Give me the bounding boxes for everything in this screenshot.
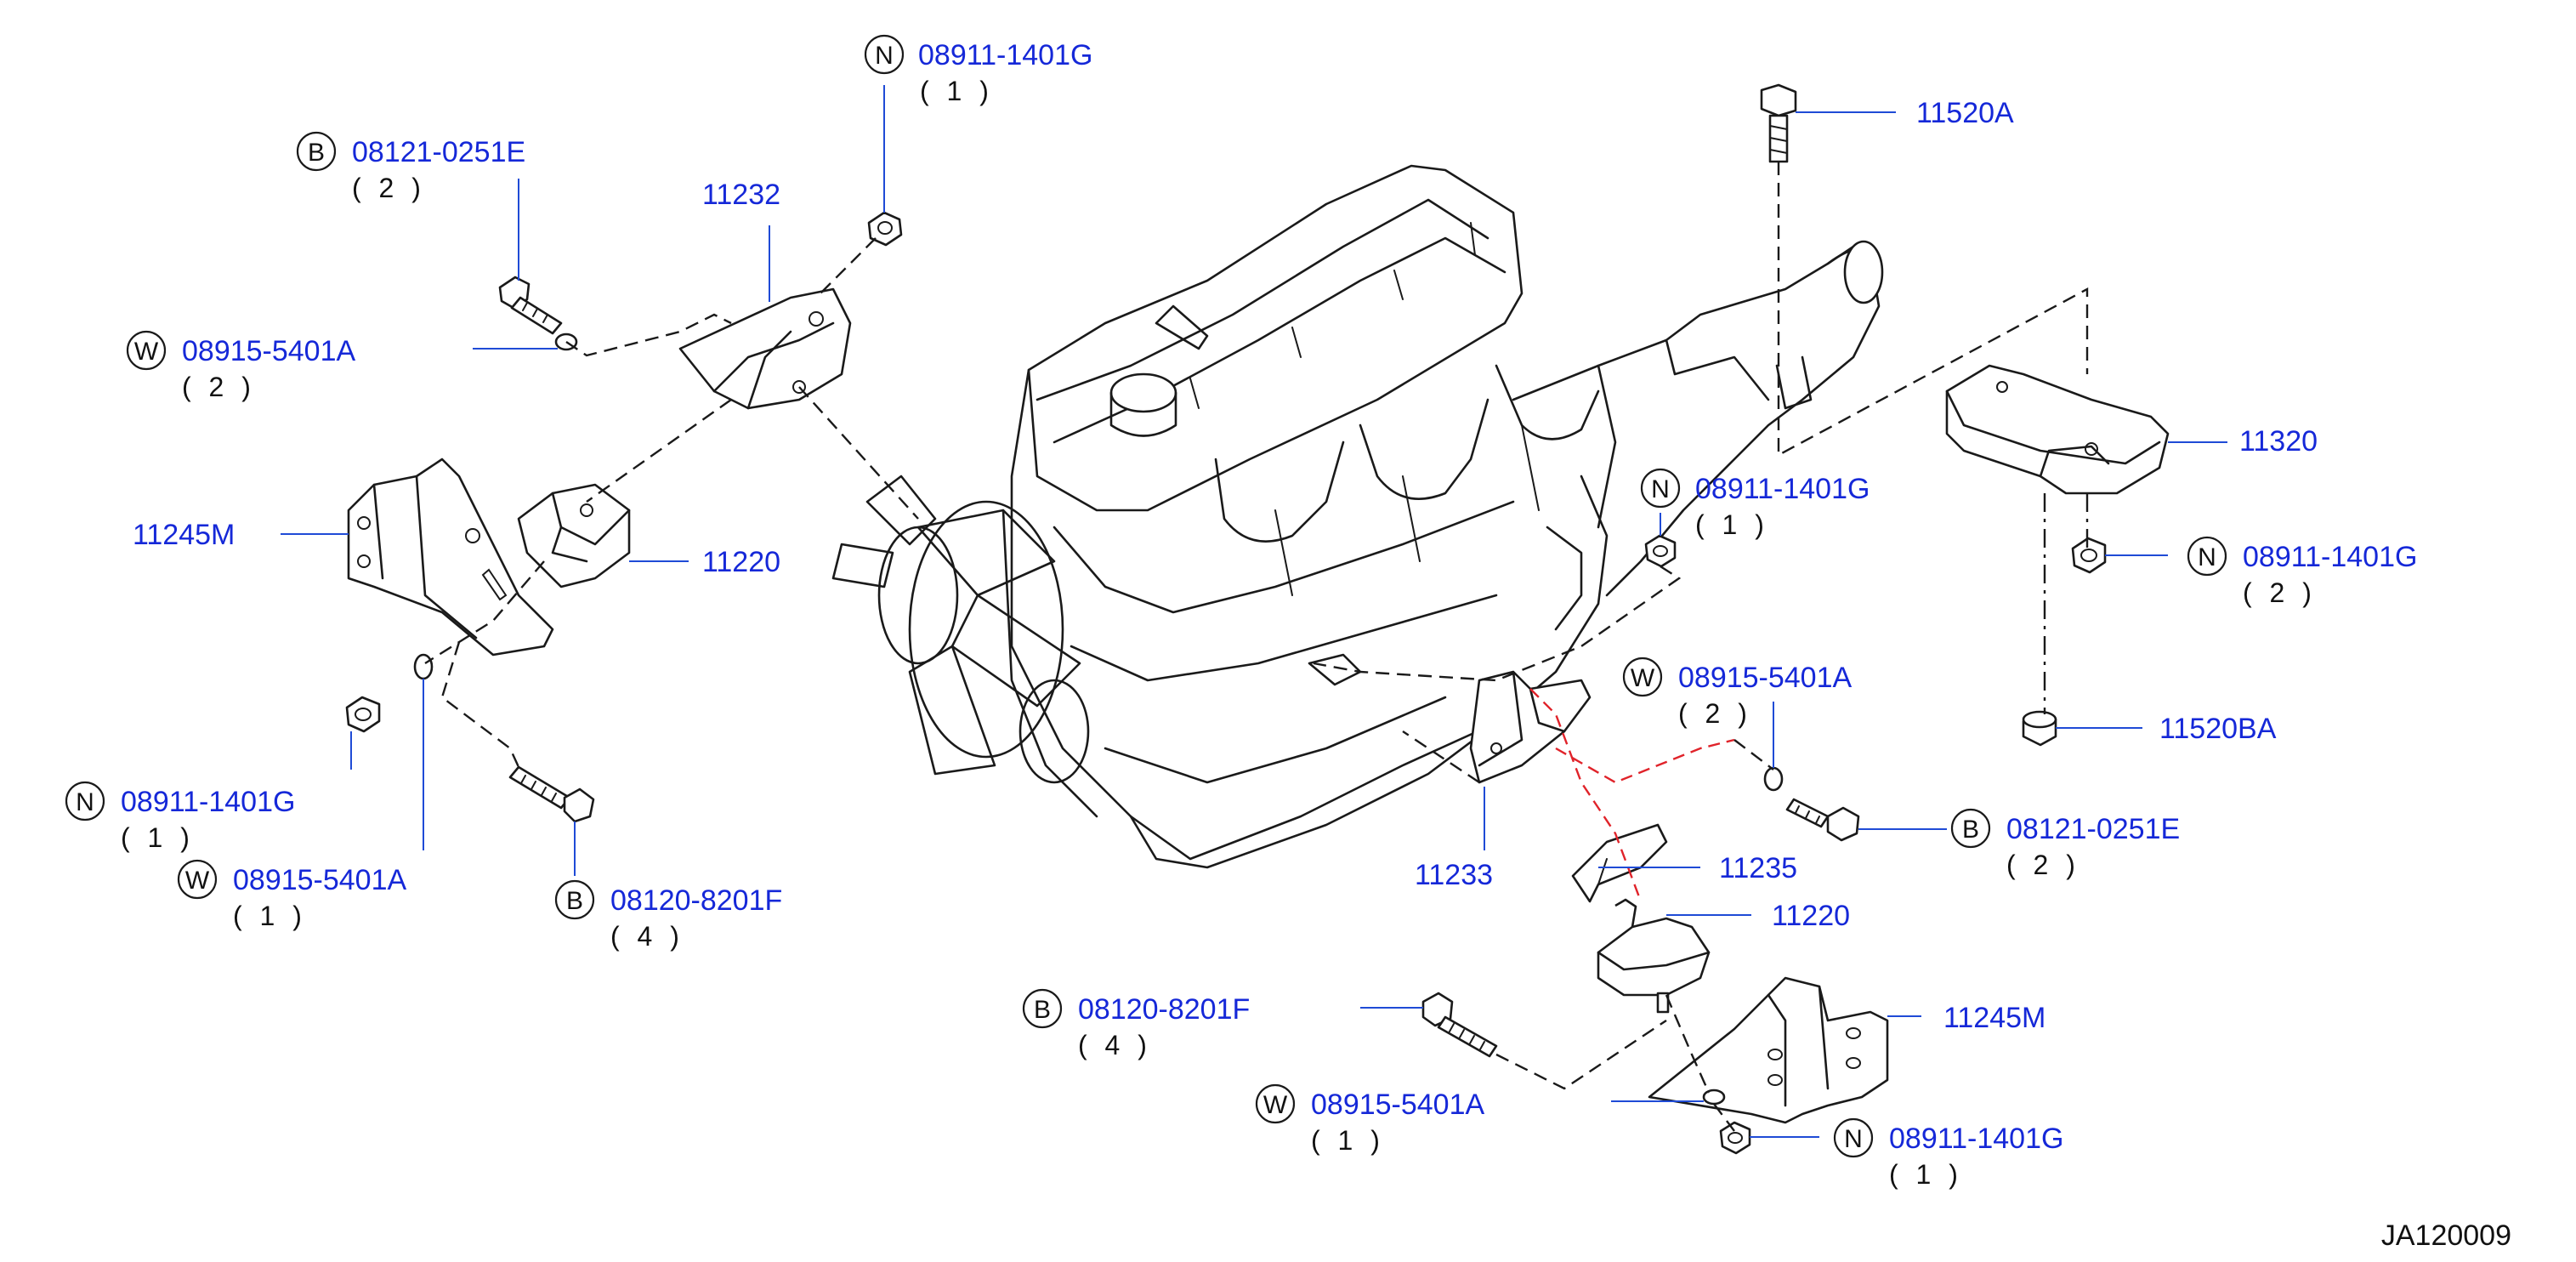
part-number-label: 11220 xyxy=(1772,900,1850,932)
quantity-label: ( 2 ) xyxy=(352,173,426,203)
callout-11245m-right: 11245M xyxy=(1943,1002,2045,1034)
part-number-label: 08120-8201F xyxy=(1078,993,1250,1026)
part-number-label: 11233 xyxy=(1415,859,1493,891)
quantity-label: ( 4 ) xyxy=(610,921,684,952)
callout-08911-1401g-right: N 08911-1401G ( 2 ) xyxy=(2187,536,2417,608)
callout-11245m-left: 11245M xyxy=(133,519,235,551)
callout-08121-0251e-right: B 08121-0251E ( 2 ) xyxy=(1950,808,2180,880)
bolt-symbol-icon xyxy=(554,879,595,920)
part-number-label: 11520BA xyxy=(2159,713,2277,745)
part-number-label: 08911-1401G xyxy=(2243,541,2417,573)
callout-11220-right: 11220 xyxy=(1772,900,1850,932)
part-number-label: 11245M xyxy=(1943,1002,2045,1034)
quantity-label: ( 2 ) xyxy=(2243,577,2317,608)
front-left-mount-parts xyxy=(345,211,903,823)
washer-symbol-icon xyxy=(126,330,167,371)
svg-text:N: N xyxy=(76,788,94,816)
bolt-symbol-icon xyxy=(1022,988,1063,1029)
part-number-label: 11235 xyxy=(1719,852,1797,884)
svg-text:N: N xyxy=(2198,543,2216,571)
part-number-label: 11245M xyxy=(133,519,235,551)
rear-mount-parts xyxy=(1421,83,2170,1155)
svg-text:B: B xyxy=(1962,816,1979,844)
part-number-label: 08915-5401A xyxy=(233,864,407,896)
part-number-label: 08915-5401A xyxy=(1311,1089,1485,1121)
leader-lines xyxy=(281,85,2227,1138)
callout-11520a: 11520A xyxy=(1916,97,2014,129)
part-number-label: 11520A xyxy=(1916,97,2014,129)
quantity-label: ( 1 ) xyxy=(233,901,307,931)
callout-08911-1401g-left: N 08911-1401G ( 1 ) xyxy=(65,781,295,853)
quantity-label: ( 2 ) xyxy=(1678,698,1752,729)
engine-block-drawing xyxy=(831,164,1609,869)
callout-11220-left: 11220 xyxy=(702,546,780,578)
diagram-code: JA120009 xyxy=(2381,1219,2511,1252)
part-number-label: 08911-1401G xyxy=(1695,473,1870,505)
part-number-label: 11320 xyxy=(2239,425,2318,458)
part-number-label: 08120-8201F xyxy=(610,884,782,917)
nut-symbol-icon xyxy=(864,34,905,75)
svg-text:B: B xyxy=(566,887,583,915)
quantity-label: ( 1 ) xyxy=(121,822,195,853)
nut-symbol-icon xyxy=(65,781,105,821)
callout-08911-1401g-bottom: N 08911-1401G ( 1 ) xyxy=(1833,1117,2063,1190)
svg-text:N: N xyxy=(1651,475,1670,503)
quantity-label: ( 2 ) xyxy=(2006,850,2080,880)
washer-symbol-icon xyxy=(1255,1083,1296,1124)
callout-11235: 11235 xyxy=(1719,852,1797,884)
callout-11320: 11320 xyxy=(2239,425,2318,458)
callout-08915-5401a-bottom: W 08915-5401A ( 1 ) xyxy=(1255,1083,1485,1156)
callout-08120-8201f-bottom: B 08120-8201F ( 4 ) xyxy=(1022,988,1250,1060)
bolt-symbol-icon xyxy=(1950,808,1991,849)
callout-11232: 11232 xyxy=(702,179,780,211)
nut-symbol-icon xyxy=(2187,536,2227,577)
nut-symbol-icon xyxy=(1833,1117,1874,1158)
part-number-label: 08911-1401G xyxy=(121,786,295,818)
part-number-label: 08915-5401A xyxy=(182,335,356,367)
quantity-label: ( 2 ) xyxy=(182,372,256,402)
svg-text:B: B xyxy=(308,139,325,167)
part-number-label: 08121-0251E xyxy=(352,136,525,168)
part-number-label: 08121-0251E xyxy=(2006,813,2180,845)
quantity-label: ( 1 ) xyxy=(1695,509,1769,540)
quantity-label: ( 1 ) xyxy=(920,76,994,106)
svg-text:W: W xyxy=(1631,664,1655,692)
callout-08121-0251e-top-left: B 08121-0251E ( 2 ) xyxy=(296,131,525,203)
callout-08120-8201f-left: B 08120-8201F ( 4 ) xyxy=(554,879,782,952)
callout-08911-1401g-mid: N 08911-1401G ( 1 ) xyxy=(1640,468,1870,540)
assembly-lines xyxy=(424,162,2089,1132)
svg-text:W: W xyxy=(134,338,159,366)
callout-08915-5401a-left: W 08915-5401A ( 1 ) xyxy=(177,859,407,931)
part-number-label: 08911-1401G xyxy=(918,39,1092,71)
washer-symbol-icon xyxy=(177,859,218,900)
part-number-label: 11220 xyxy=(702,546,780,578)
quantity-label: ( 4 ) xyxy=(1078,1030,1152,1060)
bolt-symbol-icon xyxy=(296,131,337,172)
transmission-drawing xyxy=(1512,240,1884,631)
callout-08915-5401a-mid: W 08915-5401A ( 2 ) xyxy=(1622,657,1853,729)
nut-symbol-icon xyxy=(1640,468,1681,509)
callout-11233: 11233 xyxy=(1415,859,1493,891)
washer-symbol-icon xyxy=(1622,657,1663,697)
part-number-label: 08915-5401A xyxy=(1678,662,1853,694)
callout-11520ba: 11520BA xyxy=(2159,713,2277,745)
quantity-label: ( 1 ) xyxy=(1311,1125,1385,1156)
callout-08915-5401a-top-left: W 08915-5401A ( 2 ) xyxy=(126,330,356,402)
part-number-label: 08911-1401G xyxy=(1889,1123,2063,1155)
svg-text:W: W xyxy=(185,867,210,895)
svg-text:N: N xyxy=(875,42,894,70)
svg-text:N: N xyxy=(1844,1125,1863,1153)
part-number-label: 11232 xyxy=(702,179,780,211)
callout-08911-1401g-top: N 08911-1401G ( 1 ) xyxy=(864,34,1092,106)
svg-text:W: W xyxy=(1263,1091,1288,1119)
quantity-label: ( 1 ) xyxy=(1889,1159,1963,1190)
svg-text:B: B xyxy=(1034,996,1051,1024)
